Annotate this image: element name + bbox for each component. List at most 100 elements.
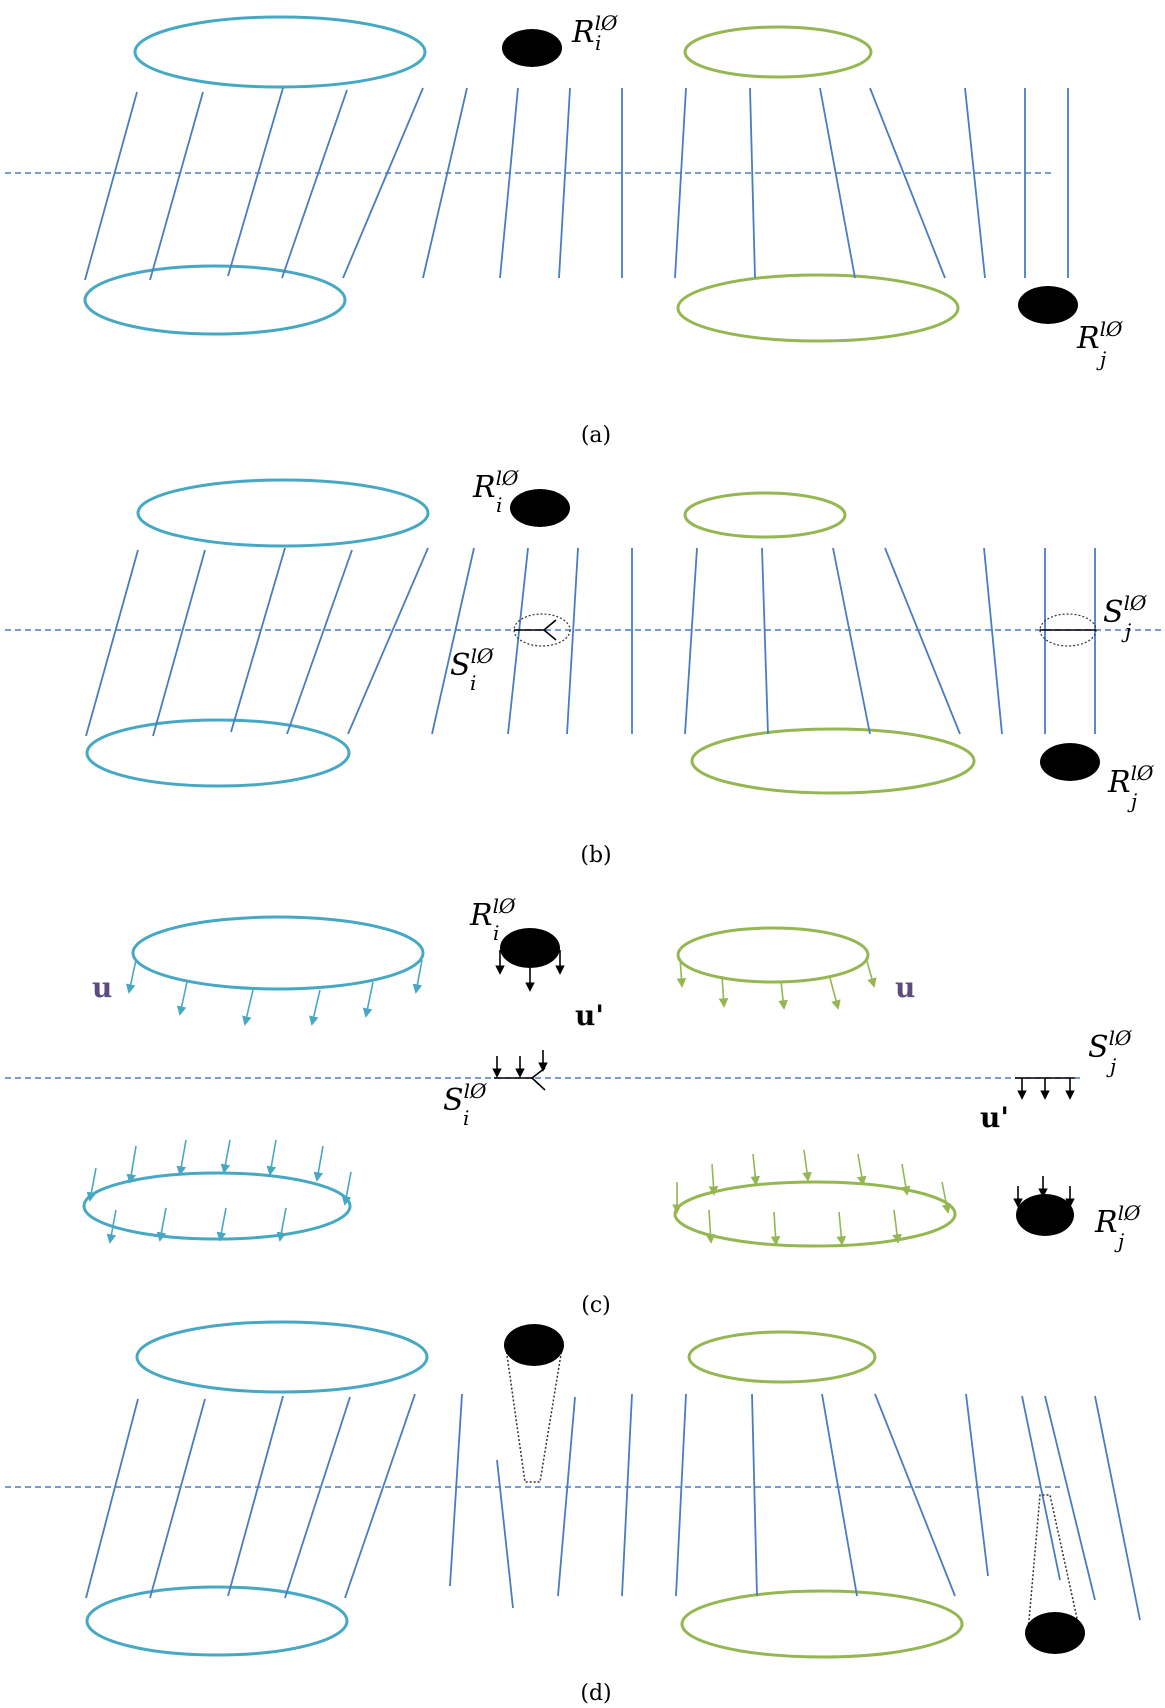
label-R-i-subscript: i [496,493,502,517]
sensor-i-fork [531,1077,546,1091]
caption-b: (b) [580,843,611,868]
fiber-line [286,549,353,735]
fiber-line [344,1393,416,1599]
label-R-j-subscript: j [1127,789,1137,813]
fiber-line [675,1393,687,1597]
fiber-line [499,87,519,279]
cyan-top-arrows [125,959,423,1026]
flux-arrow [802,1149,812,1182]
flux-arrow [901,1163,911,1196]
fiber-line [507,547,529,735]
fiber-line [85,549,139,737]
label-R-j-subscript: j [1096,347,1106,371]
fiber-line [227,87,284,277]
receptor-j-cone [1025,1494,1085,1654]
cyan-ellipse-bottom [82,1171,352,1241]
flux-label-u-prime-i: u' [575,999,604,1032]
flux-label-u-prime-j: u' [980,1101,1009,1134]
panel-a: RlØ i RlØ j (a) [5,11,1123,448]
label-R-i: RlØ [469,894,516,933]
label-S-j-subscript: j [1106,1054,1116,1078]
label-S-i-subscript: i [470,671,476,695]
sensor-i-fork [543,629,557,641]
sensor-i [492,1050,548,1091]
receptor-i-cone [504,1324,564,1483]
flux-arrow [705,1209,716,1244]
receptor-i-blob [500,928,560,968]
receptor-j-blob [1018,286,1078,324]
green-ellipse-bottom [690,727,976,795]
panel-d: (d) [5,1320,1141,1706]
label-S-i: SlØ [443,1079,487,1118]
fiber-line [874,1393,956,1597]
flux-arrow [778,981,788,1010]
cyan-ellipse-bottom [85,1585,349,1657]
receptor-i-blob [504,1324,564,1366]
flux-arrow [106,1209,117,1244]
caption-d: (d) [580,1681,611,1706]
flux-arrow [276,1207,287,1242]
fiber-line [449,1393,463,1587]
sensor-j [1039,613,1097,647]
fiber-lines [84,87,1069,281]
label-R-j: RlØ [1107,761,1154,800]
flux-arrow [708,1163,719,1196]
fiber-line [496,1459,514,1609]
cyan-ellipse-top [135,1320,429,1394]
fiber-line [284,1396,351,1599]
flux-arrow [220,1139,231,1174]
fiber-line [761,547,769,735]
fiber-line [674,87,687,279]
fiber-line [152,549,206,737]
flux-arrow [266,1139,277,1176]
flux-arrow [865,957,877,988]
flux-arrow [341,1171,352,1206]
fiber-line [749,87,756,279]
receptor-i-blob [502,29,562,67]
fiber-lines [85,547,1096,737]
cyan-ellipse-bottom [85,718,351,788]
green-ellipse-top [687,1330,877,1384]
receptor-j-arrows [1013,1176,1075,1208]
cyan-ellipse-top [133,15,427,89]
fiber-line [84,91,138,281]
receptor-j-tether [1027,1494,1081,1633]
fiber-line [557,1396,576,1597]
fiber-line [227,1395,284,1597]
fiber-line [85,1398,139,1599]
fiber-line [621,1393,633,1597]
flux-arrow [829,977,841,1010]
label-R-j-subscript: j [1114,1229,1124,1253]
green-top-arrows [676,957,877,1010]
fiber-line [431,547,475,735]
fiber-line [342,87,424,279]
fiber-lines [85,1393,1141,1621]
label-R-i: RlØ [472,466,519,505]
fiber-line [149,91,204,281]
receptor-j-blob [1040,743,1100,781]
fiber-line [832,547,871,735]
fiber-line [965,1393,989,1577]
flux-arrow [216,1207,227,1242]
flux-arrow [126,1145,137,1184]
label-S-j: SlØ [1088,1026,1132,1065]
fiber-line [1044,1395,1096,1601]
cyan-bottom-arrows [86,1139,352,1244]
flux-arrow [125,959,137,994]
cyan-ellipse-bottom [83,264,347,336]
flux-arrow [892,1209,902,1244]
green-ellipse-bottom [680,1589,964,1659]
flux-arrow [86,1167,97,1202]
flux-arrow [770,1211,781,1246]
flux-label-u-right: u [895,971,915,1004]
flux-arrow [156,1207,167,1242]
green-ellipse-bottom [676,273,960,343]
label-S-j: SlØ [1103,591,1147,630]
fiber-line [821,1393,858,1597]
fiber-line [983,547,1003,735]
fiber-line [230,547,286,733]
label-R-i: RlØ [571,11,618,50]
green-bottom-arrows [672,1149,952,1246]
flux-arrow [676,957,687,988]
